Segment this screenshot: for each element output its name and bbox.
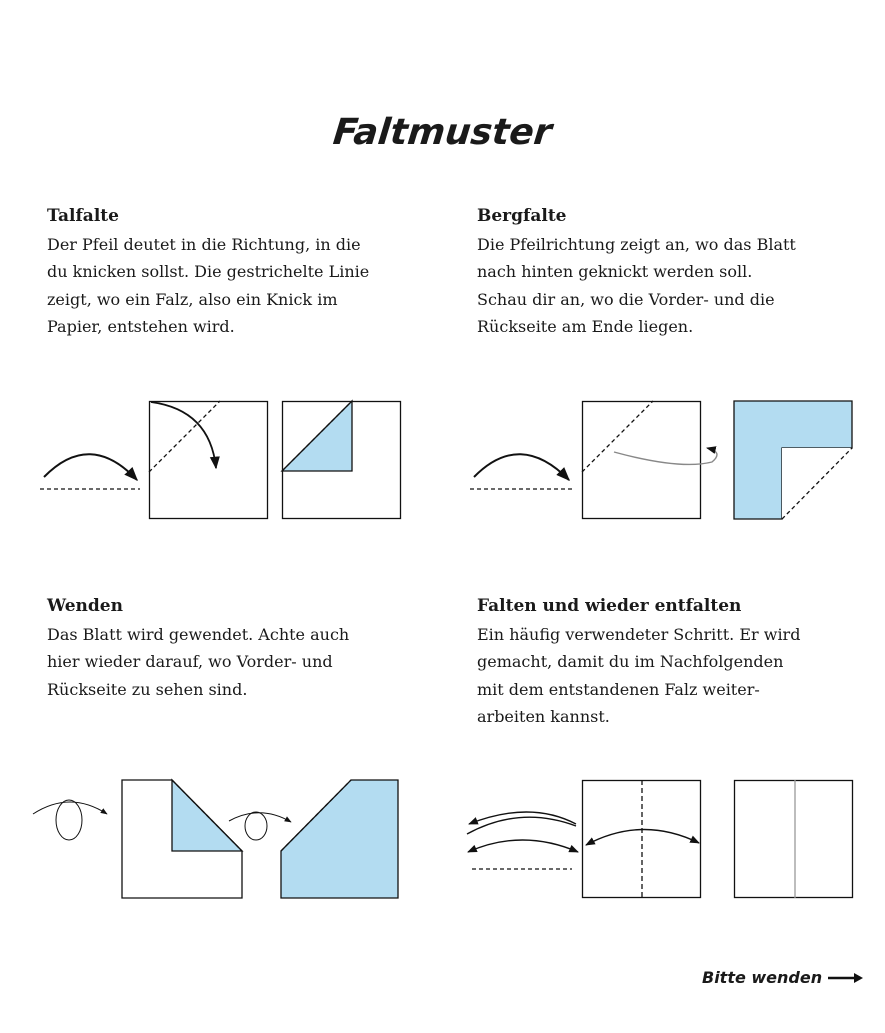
section-text: Der Pfeil deutet in die Richtung, in die… [47, 235, 370, 336]
fold-unfold-arrow-icon [585, 828, 700, 846]
paper-back-shape [280, 779, 399, 899]
section-heading: Talfalte [47, 206, 119, 226]
section-text: Ein häufig verwendeter Schritt. Er wird … [477, 625, 801, 726]
fold-arrow-icon [150, 401, 220, 470]
section-falten-entfalten: Falten und wieder entfalten Ein häufig v… [477, 594, 877, 730]
valley-fold-arrow-icon [43, 453, 138, 482]
talfalte-diagram [40, 399, 402, 520]
footer-label: Bitte wenden [702, 968, 823, 987]
section-text: Das Blatt wird gewendet. Achte auch hier… [47, 625, 350, 699]
section-heading: Bergfalte [477, 206, 567, 226]
back-fold-arrow-icon [613, 446, 718, 466]
falten-entfalten-diagram [466, 779, 854, 899]
section-wenden: Wenden Das Blatt wird gewendet. Achte au… [47, 594, 447, 703]
turn-over-icon [55, 799, 83, 841]
paper-square [733, 779, 854, 899]
unfold-arrow-icon [467, 839, 579, 853]
section-talfalte: Talfalte Der Pfeil deutet in die Richtun… [47, 204, 447, 340]
section-text: Die Pfeilrichtung zeigt an, wo das Blatt… [477, 235, 796, 336]
wenden-diagram [32, 778, 399, 899]
paper-square [281, 400, 402, 520]
fold-arrow-icon [468, 811, 577, 825]
section-heading: Falten und wieder entfalten [477, 596, 742, 616]
bergfalte-diagram [470, 400, 853, 520]
turn-over-icon [244, 811, 268, 841]
paper-square [581, 400, 702, 520]
fold-line [148, 400, 221, 473]
turn-page-hint: Bitte wenden [702, 968, 864, 987]
section-heading: Wenden [47, 596, 123, 616]
paper-square [148, 400, 269, 520]
section-bergfalte: Bergfalte Die Pfeilrichtung zeigt an, wo… [477, 204, 877, 340]
arrow-right-icon [828, 972, 864, 983]
mountain-fold-arrow-icon [473, 453, 570, 481]
